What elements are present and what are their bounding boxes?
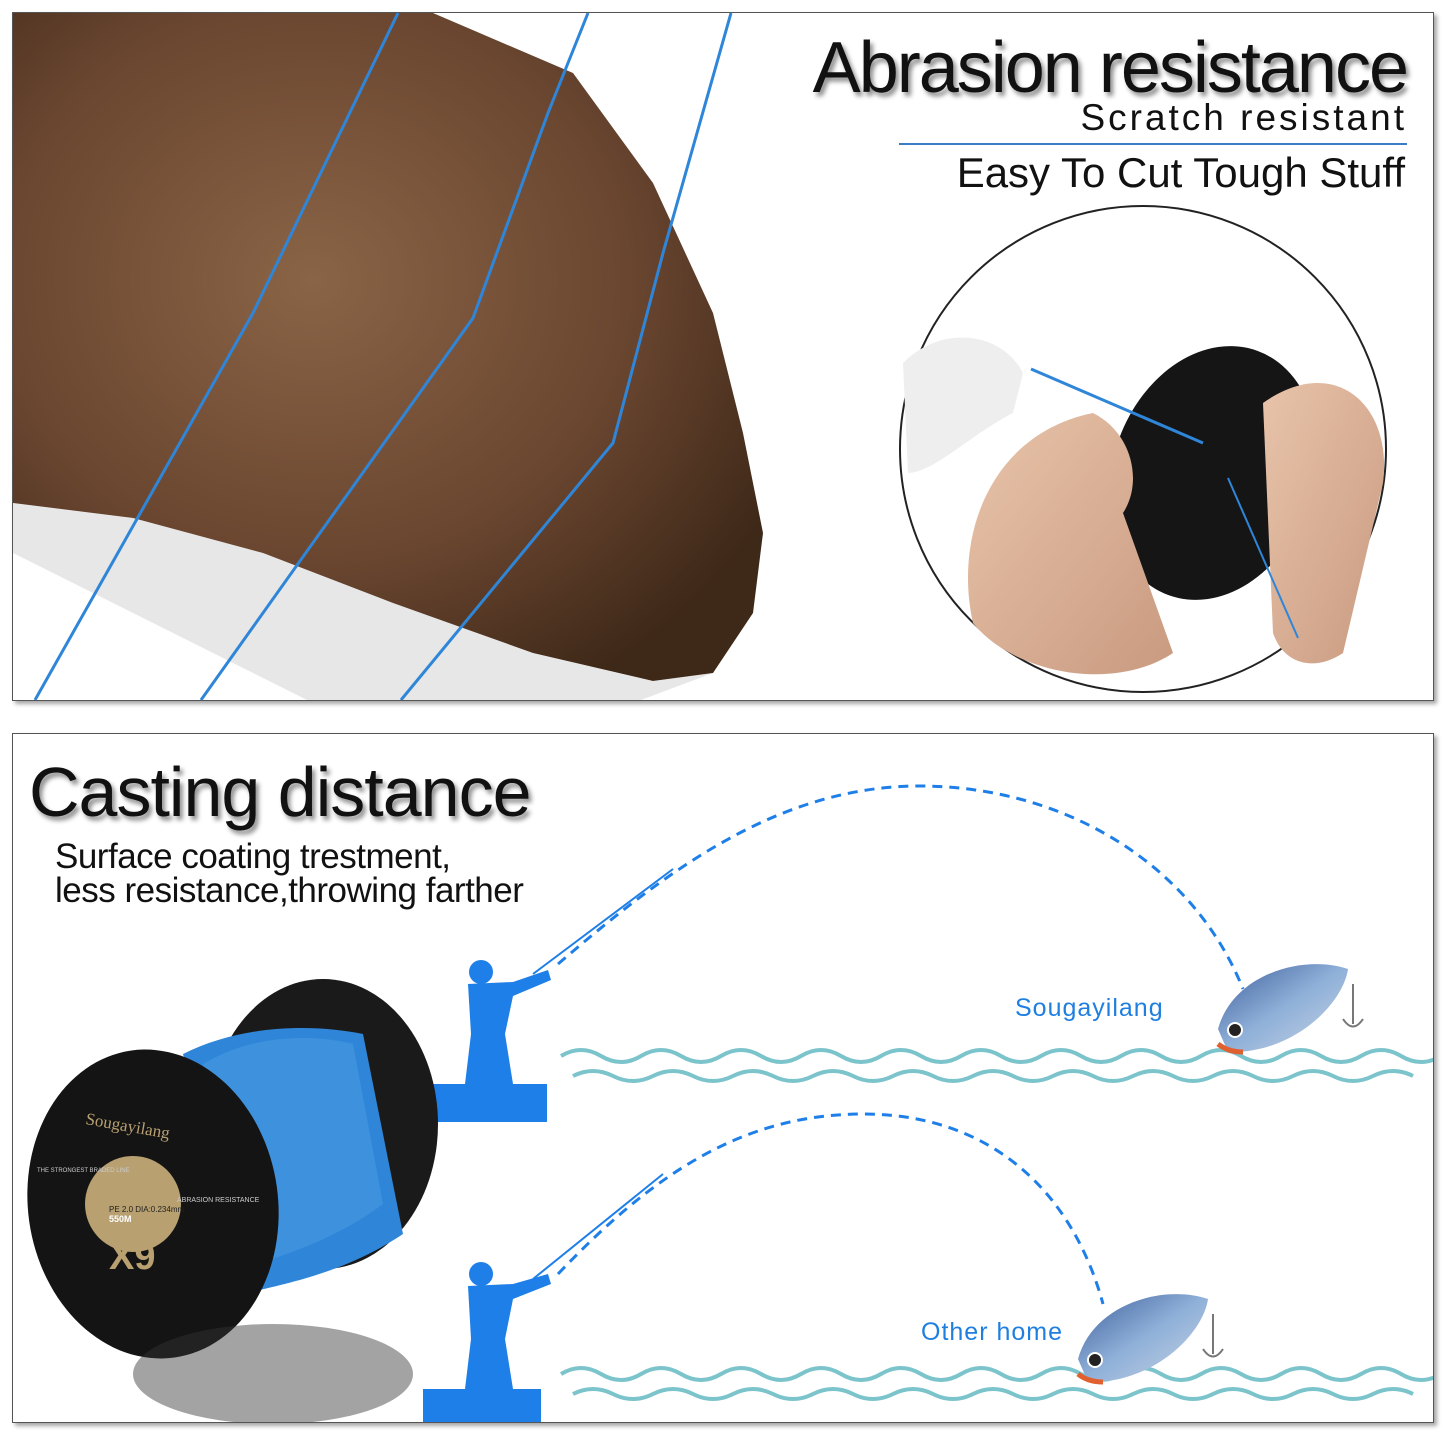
spool-label-badge bbox=[85, 1156, 181, 1252]
casting-subtitle-line2: less resistance,throwing farther bbox=[55, 871, 524, 910]
braided-line-strands bbox=[33, 13, 733, 700]
cast-arc-sougayilang bbox=[557, 784, 1245, 990]
casting-subtitle-line1: Surface coating trestment, bbox=[55, 837, 451, 876]
right-hand bbox=[1263, 382, 1385, 664]
abrasion-illustration bbox=[13, 13, 1387, 700]
glove bbox=[903, 337, 1023, 473]
cast-arc-other bbox=[556, 1112, 1105, 1305]
divider bbox=[899, 143, 1407, 145]
spool-spec: PE 2.0 DIA:0.234mm bbox=[109, 1205, 184, 1214]
spool-right-text: ABRASION RESISTANCE bbox=[177, 1197, 260, 1204]
rock-shadow bbox=[13, 503, 713, 700]
casting-panel: Sougayilang X9 550M PE 2.0 DIA:0.234mm A… bbox=[12, 733, 1434, 1423]
label-other-home: Other home bbox=[921, 1318, 1064, 1346]
abrasion-subtitle: Scratch resistant bbox=[1080, 97, 1407, 138]
abrasion-panel: Abrasion resistance Scratch resistant Ea… bbox=[12, 12, 1434, 701]
spool-product-image: Sougayilang X9 550M PE 2.0 DIA:0.234mm A… bbox=[27, 979, 438, 1422]
casting-title: Casting distance bbox=[29, 753, 532, 831]
lure-top-icon bbox=[1216, 964, 1364, 1055]
spool-length: 550M bbox=[109, 1214, 132, 1224]
water-waves-bottom bbox=[559, 1366, 1433, 1401]
spool-model: X9 bbox=[109, 1236, 155, 1278]
rock-image bbox=[13, 13, 763, 681]
abrasion-title: Abrasion resistance bbox=[812, 28, 1409, 108]
abrasion-tagline: Easy To Cut Tough Stuff bbox=[956, 149, 1405, 196]
line-end bbox=[1227, 477, 1299, 639]
casting-subtitle: Surface coating trestment, less resistan… bbox=[55, 837, 524, 910]
label-sougayilang: Sougayilang bbox=[1015, 994, 1164, 1022]
casting-illustration: Sougayilang X9 550M PE 2.0 DIA:0.234mm A… bbox=[27, 784, 1433, 1422]
fisherman-top-icon bbox=[419, 868, 674, 1122]
spool-left-text: THE STRONGEST BRADED LINE bbox=[37, 1168, 130, 1174]
fisherman-bottom-icon bbox=[423, 1173, 664, 1422]
left-hand bbox=[968, 413, 1173, 675]
water-waves-top bbox=[559, 1048, 1433, 1083]
lure-bottom-icon bbox=[1076, 1294, 1224, 1385]
line-being-cut bbox=[1030, 367, 1204, 445]
